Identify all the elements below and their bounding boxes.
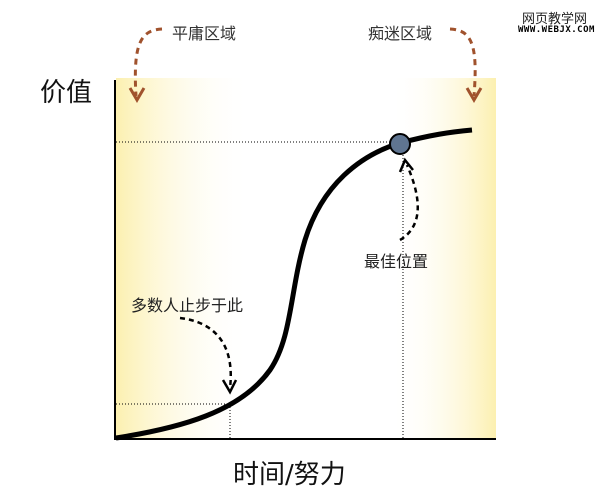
- y-axis-label: 价值: [40, 78, 93, 108]
- best-position-marker: [389, 133, 411, 155]
- x-axis-label: 时间/努力: [233, 460, 346, 490]
- zone-arrows: [128, 27, 483, 103]
- best-position-label: 最佳位置: [364, 252, 429, 271]
- guide-lines: [116, 141, 404, 438]
- zone-obsession-label: 痴迷区域: [368, 24, 433, 43]
- annotation-arrows: [179, 157, 419, 395]
- mediocre-zone-shade: [116, 78, 251, 438]
- watermark-url: WWW.WEBJX.COM: [518, 25, 595, 35]
- zone-mediocre-label: 平庸区域: [172, 24, 237, 43]
- watermark-title: 网页教学网: [522, 12, 588, 27]
- most-stop-label: 多数人止步于此: [131, 296, 244, 315]
